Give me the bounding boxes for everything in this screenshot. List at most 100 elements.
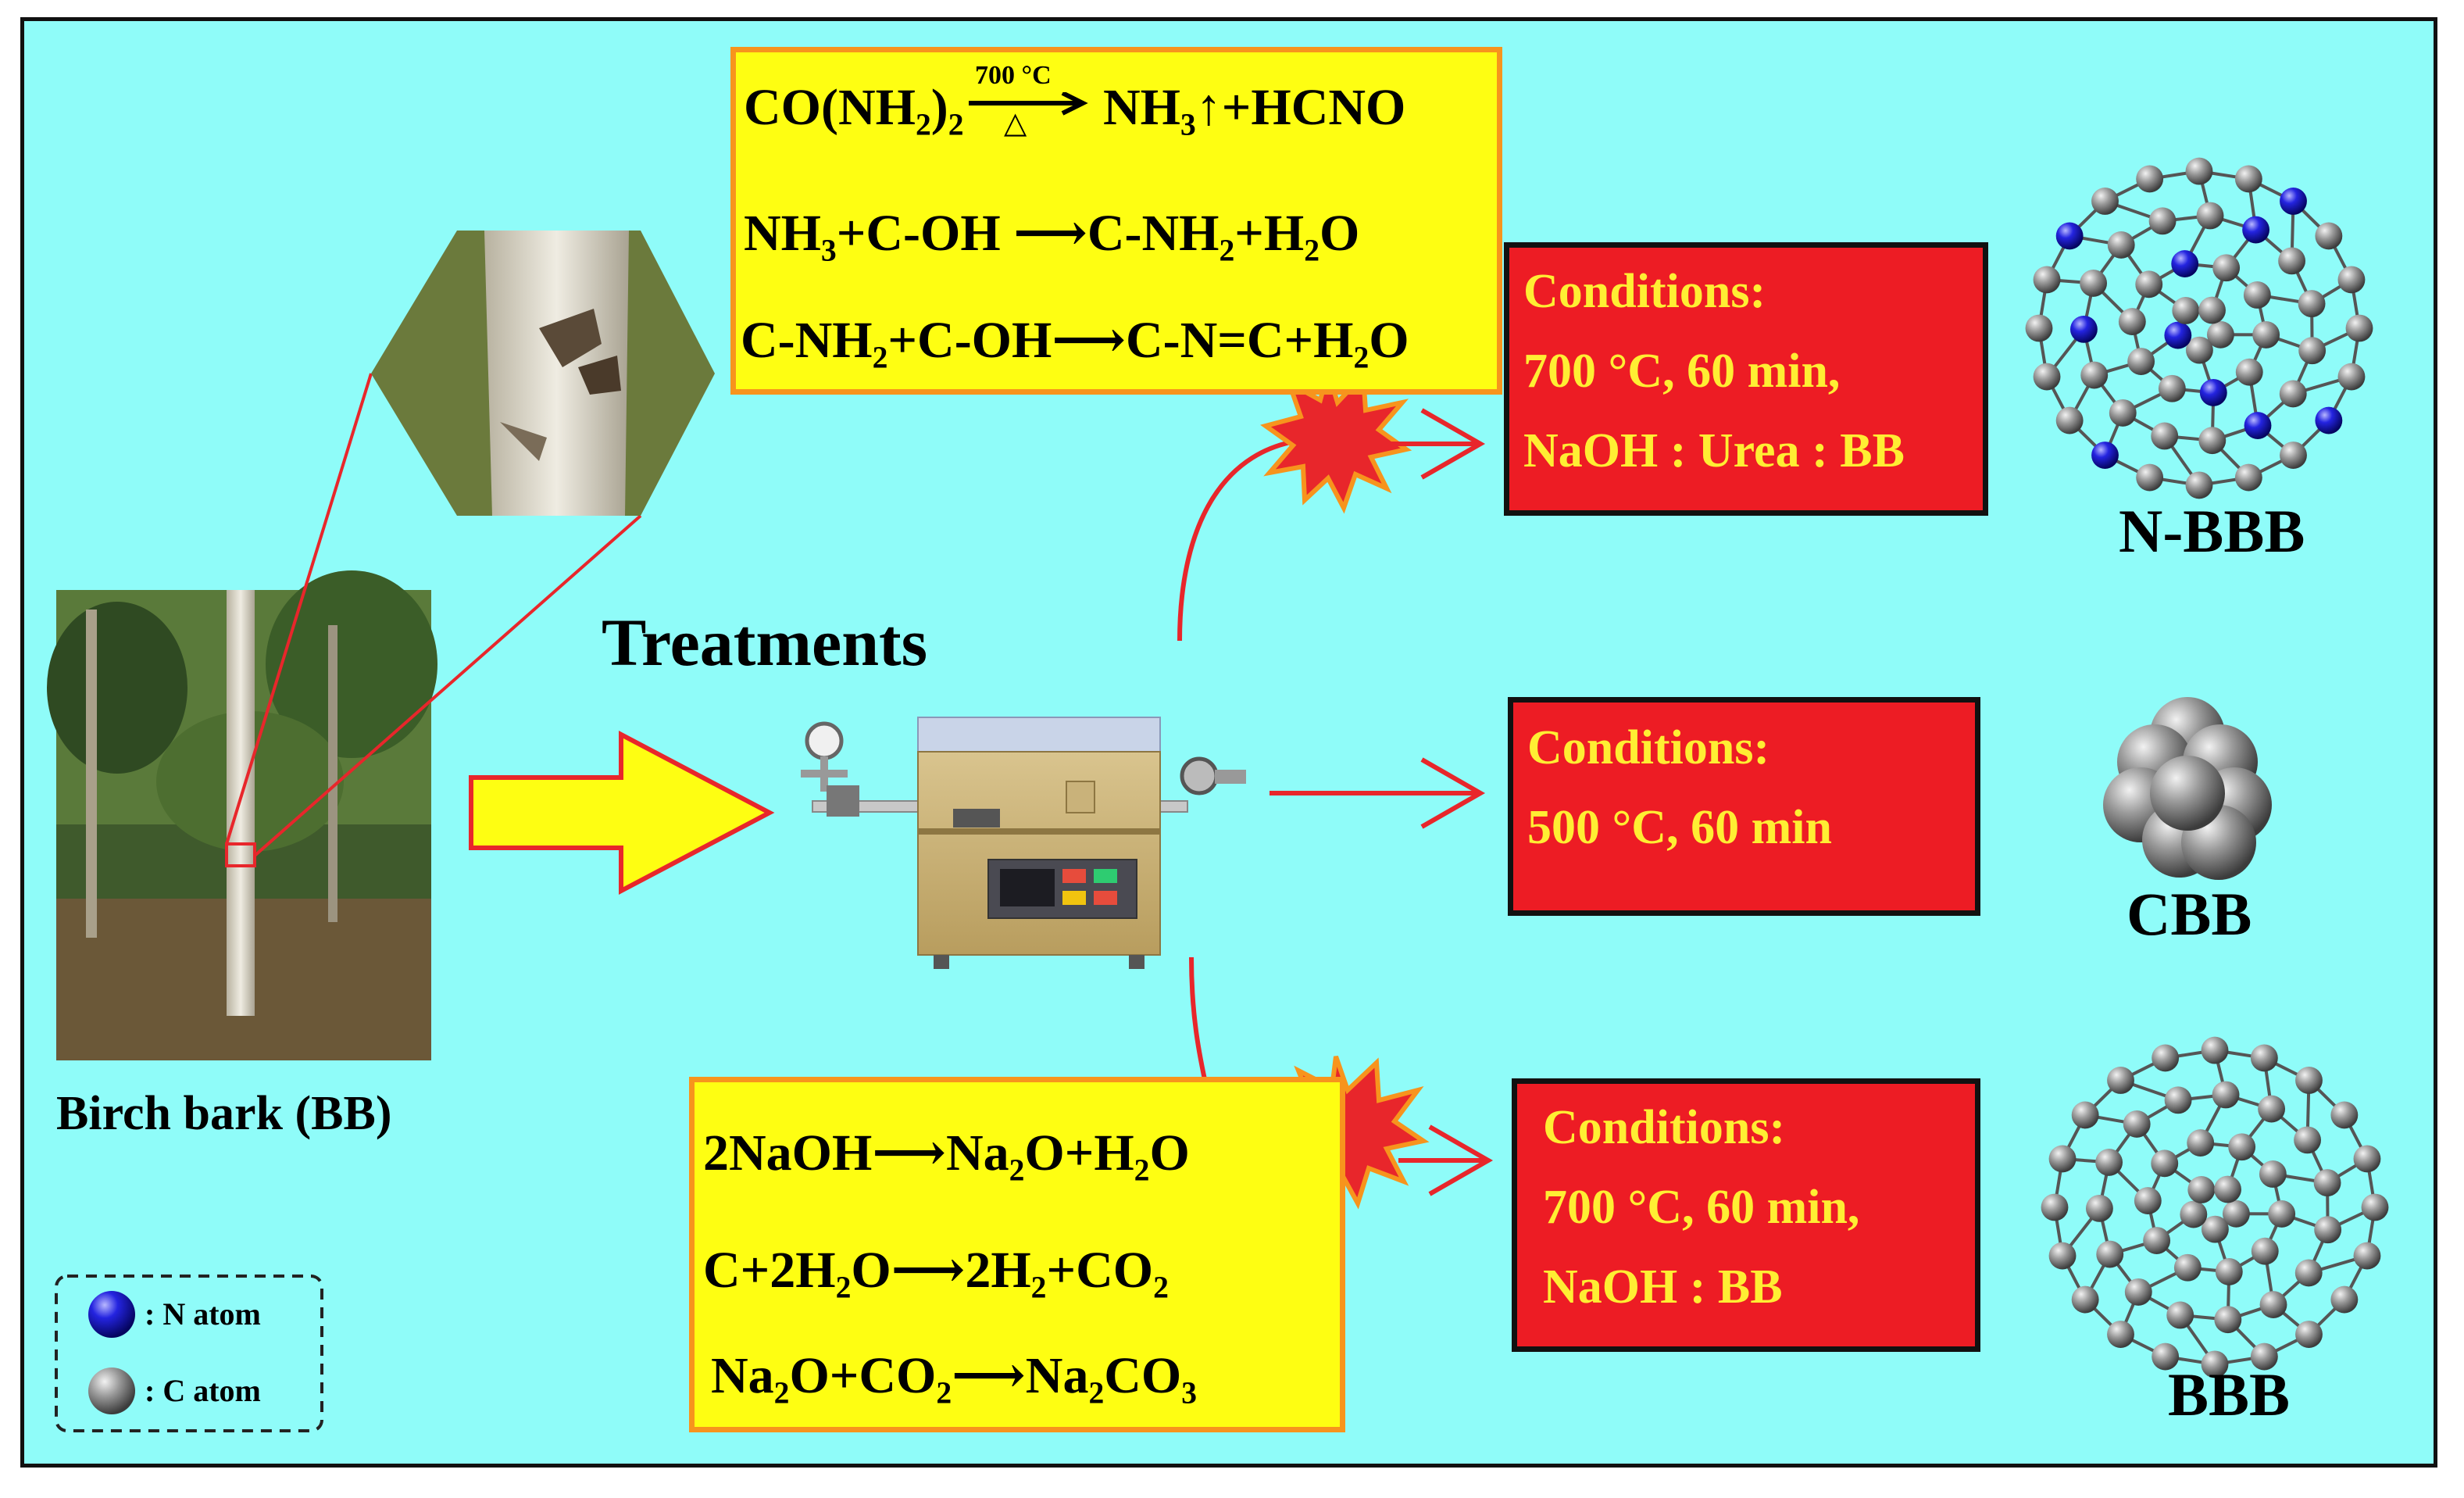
carbon-atom <box>2361 1193 2389 1221</box>
carbon-atom <box>2187 1129 2215 1157</box>
birch-bark-label: Birch bark (BB) <box>56 1087 392 1140</box>
reaction-naoh-decomposition: 2NaOH⟶Na₂O+H₂O <box>703 1124 1190 1182</box>
c-atom-legend-icon <box>88 1368 135 1414</box>
carbon-atom <box>2085 1194 2113 1222</box>
carbon-atom <box>2298 290 2326 318</box>
carbon-atom <box>2201 1215 2229 1243</box>
carbon-atom <box>2033 363 2061 391</box>
carbon-atom <box>2080 361 2109 389</box>
carbon-atom <box>2214 1175 2241 1203</box>
nitrogen-atom <box>2242 216 2270 244</box>
nitrogen-atom <box>2199 379 2227 406</box>
carbon-atom <box>2025 314 2053 342</box>
arrow-to-conditions-2 <box>1269 757 1486 829</box>
carbon-atom <box>2107 231 2135 259</box>
carbon-atom <box>2215 1258 2243 1285</box>
branch-arrow-top <box>1177 437 1313 642</box>
carbon-atom <box>2172 297 2200 324</box>
carbon-atom <box>2107 1321 2134 1348</box>
n-atom-legend-icon <box>88 1291 135 1338</box>
carbon-atom <box>2185 157 2213 185</box>
bark-closeup-hexagon <box>371 231 715 516</box>
carbon-atom <box>2148 207 2177 235</box>
reaction-condensation: C-NH₂+C-OH⟶C-N=C+H₂O <box>741 312 1409 369</box>
reaction-urea-lhs: CO(NH₂)₂ <box>744 79 964 136</box>
treatments-title: Treatments <box>602 605 928 680</box>
reaction-urea-heat-symbol: △ <box>1004 107 1027 140</box>
carbon-atom <box>2095 1148 2123 1176</box>
carbon-atom <box>2235 358 2263 386</box>
conditions-ratio: NaOH : Urea : BB <box>1523 424 1905 477</box>
reaction-urea-arrow <box>969 92 1088 116</box>
carbon-atom <box>2279 380 2307 408</box>
product-label-bbb: BBB <box>2168 1360 2291 1428</box>
nitrogen-atom <box>2164 321 2192 349</box>
carbon-atom <box>2353 1145 2381 1173</box>
carbon-atom <box>2214 1306 2242 1334</box>
nitrogen-atom <box>2244 412 2272 440</box>
carbon-atom <box>2124 1278 2152 1306</box>
carbon-atom <box>2136 165 2164 193</box>
conditions-box-nbbb <box>1504 242 1988 516</box>
nitrogen-atom <box>2069 315 2098 343</box>
process-arrow <box>469 731 775 895</box>
carbon-atom <box>2198 427 2227 455</box>
carbon-atom <box>2164 1086 2192 1114</box>
carbon-atom <box>2212 254 2241 282</box>
carbon-atom <box>2055 406 2084 434</box>
birch-forest-photo <box>47 570 437 1060</box>
carbon-atom <box>2250 1044 2278 1072</box>
urea-reactions-box <box>730 47 1502 395</box>
n-doped-carbon-cage-molecule <box>2025 157 2373 499</box>
carbon-atom <box>2234 165 2262 193</box>
carbon-atom <box>2041 1193 2069 1221</box>
carbon-atom <box>2337 363 2366 391</box>
carbon-atom <box>2151 1149 2179 1178</box>
carbon-atom <box>2096 1240 2124 1268</box>
carbon-atom <box>2198 296 2226 324</box>
reaction-carbonate: Na₂O+CO₂⟶Na₂CO₃ <box>711 1347 1198 1404</box>
carbon-atom <box>2152 1044 2180 1072</box>
carbon-atom <box>2048 1242 2077 1270</box>
carbon-atom <box>2143 1227 2171 1254</box>
carbon-cage-molecule <box>2041 1036 2389 1378</box>
nitrogen-atom <box>2091 442 2119 469</box>
carbon-atom <box>2201 1036 2229 1064</box>
carbon-atom <box>2127 348 2155 375</box>
nitrogen-atom <box>2280 188 2307 215</box>
carbon-atom <box>2234 463 2262 492</box>
legend-n-atom-label: : N atom <box>145 1296 261 1332</box>
carbon-atom <box>2123 1110 2151 1138</box>
carbon-atom <box>2151 422 2179 450</box>
carbon-atom <box>2134 1187 2162 1215</box>
arrow-to-conditions-3 <box>1398 1124 1494 1196</box>
carbon-atom <box>2109 399 2137 427</box>
carbon-atom <box>2136 463 2164 492</box>
product-label-cbb: CBB <box>2127 880 2252 948</box>
carbon-atom <box>2196 202 2224 230</box>
carbon-atom <box>2345 314 2373 342</box>
carbon-atom <box>2135 270 2163 299</box>
conditions-box-bbb <box>1512 1078 1980 1352</box>
carbon-atom <box>2158 374 2186 402</box>
carbon-atom <box>2295 1321 2323 1348</box>
carbon-atom <box>2180 1200 2208 1228</box>
conditions-heading: Conditions: <box>1543 1101 1786 1154</box>
zoom-line <box>225 373 373 845</box>
product-label-nbbb: N-BBB <box>2119 497 2305 565</box>
carbon-atom <box>2118 308 2146 336</box>
carbon-atom <box>2294 1126 2322 1154</box>
carbon-atom <box>2315 222 2343 250</box>
legend-box <box>55 1275 323 1432</box>
carbon-atom <box>2337 266 2366 294</box>
carbon-atom <box>2280 442 2307 469</box>
carbon-atom <box>2251 1237 2279 1265</box>
carbon-atom <box>2222 1199 2250 1228</box>
carbon-atom <box>2071 1101 2099 1129</box>
carbon-atom <box>2107 1067 2134 1094</box>
starburst-top <box>1260 363 1412 514</box>
carbon-atom <box>2033 266 2061 294</box>
carbon-atom <box>2330 1285 2359 1314</box>
carbon-atom <box>2252 320 2280 349</box>
conditions-temperature: 500 °C, 60 min <box>1527 801 1832 854</box>
